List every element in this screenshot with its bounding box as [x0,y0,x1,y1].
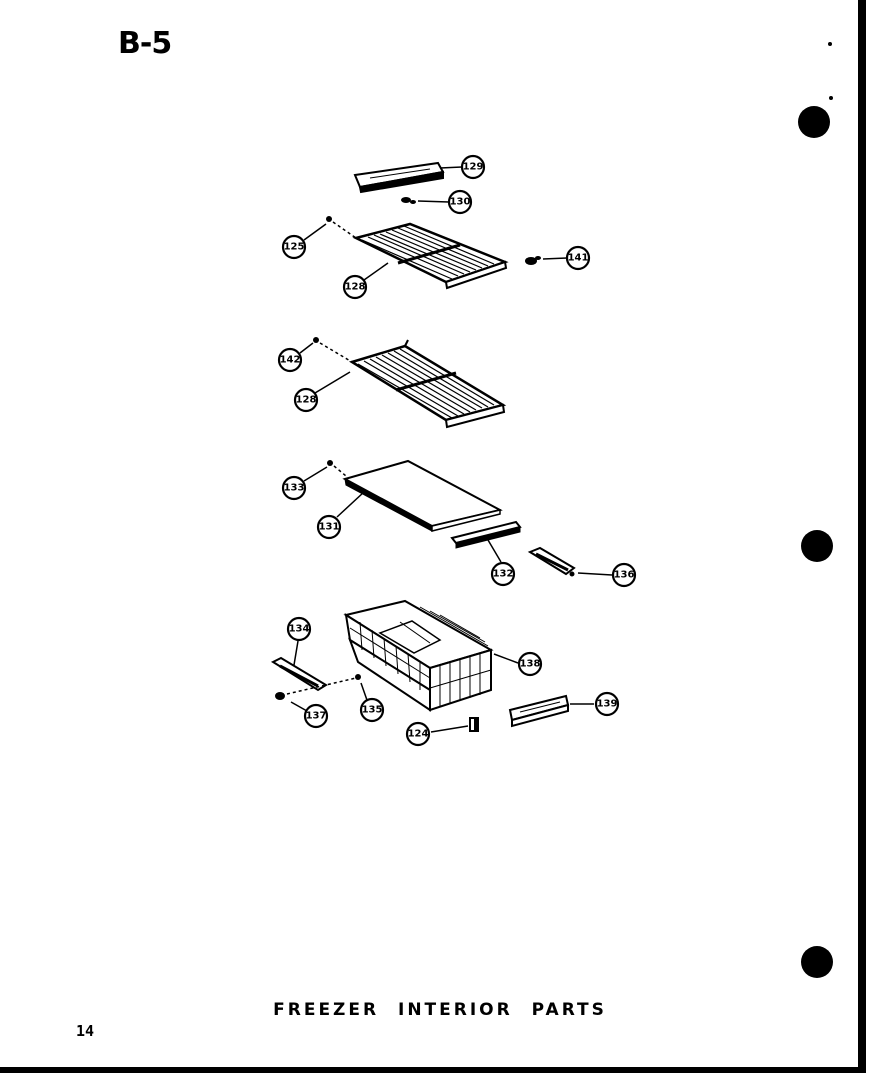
callout-label: 131 [319,522,340,533]
callout-label: 139 [597,699,618,710]
callout-balloon-137: 137 [303,703,329,729]
callout-label: 125 [284,242,305,253]
callout-balloon-132: 132 [490,561,516,587]
callout-balloon-125: 125 [281,234,307,260]
callout-balloon-135: 135 [359,697,385,723]
callout-balloon-142: 142 [277,347,303,373]
callout-balloon-129: 129 [460,154,486,180]
scan-speck [829,96,833,100]
part-132-shape [450,520,522,549]
part-129-shape [353,161,445,194]
binder-hole-top [798,106,830,138]
callout-label: 134 [289,624,310,635]
part-126-shape [352,222,509,290]
part-128-shape [348,339,507,429]
callout-balloon-128b: 128 [293,387,319,413]
callout-label: 130 [450,197,471,208]
part-125-shape [326,216,357,239]
callout-balloon-139: 139 [594,691,620,717]
callout-label: 137 [306,711,327,722]
part-136-shape [527,546,576,577]
binder-hole-middle [801,530,833,562]
callout-balloon-131: 131 [316,514,342,540]
callout-label: 142 [280,355,301,366]
leader-lines [290,166,613,733]
callout-label: 138 [520,659,541,670]
callout-balloon-141: 141 [565,245,591,271]
scan-speck [828,42,832,46]
callout-balloon-133: 133 [281,475,307,501]
part-137-shape [275,677,357,700]
callout-label: 128 [296,395,317,406]
callout-balloon-138: 138 [517,651,543,677]
callout-label: 129 [463,162,484,173]
callout-balloon-130: 130 [447,189,473,215]
callout-label: 135 [362,705,383,716]
callout-label: 124 [408,729,429,740]
binder-hole-bottom [801,946,833,978]
part-135-shape [355,674,361,680]
section-code: B-5 [118,26,172,61]
callout-balloon-124: 124 [405,721,431,747]
callout-balloon-134: 134 [286,616,312,642]
callout-label: 128 [345,282,366,293]
part-138-shape [343,599,494,712]
part-134-shape [270,656,328,692]
page-number: 14 [76,1022,95,1040]
callout-label: 136 [614,570,635,581]
part-142-shape [313,337,353,363]
callout-balloon-128a: 128 [342,274,368,300]
callout-balloon-136: 136 [611,562,637,588]
part-139-shape [508,694,570,728]
diagram-title: FREEZER INTERIOR PARTS [273,1000,607,1020]
part-131-shape [342,459,503,532]
part-130-shape [401,197,416,204]
part-141-shape [525,256,541,265]
callout-label: 132 [493,569,514,580]
callout-label: 141 [568,253,589,264]
part-133-shape [327,460,347,477]
callout-label: 133 [284,483,305,494]
part-124-shape [469,717,479,732]
